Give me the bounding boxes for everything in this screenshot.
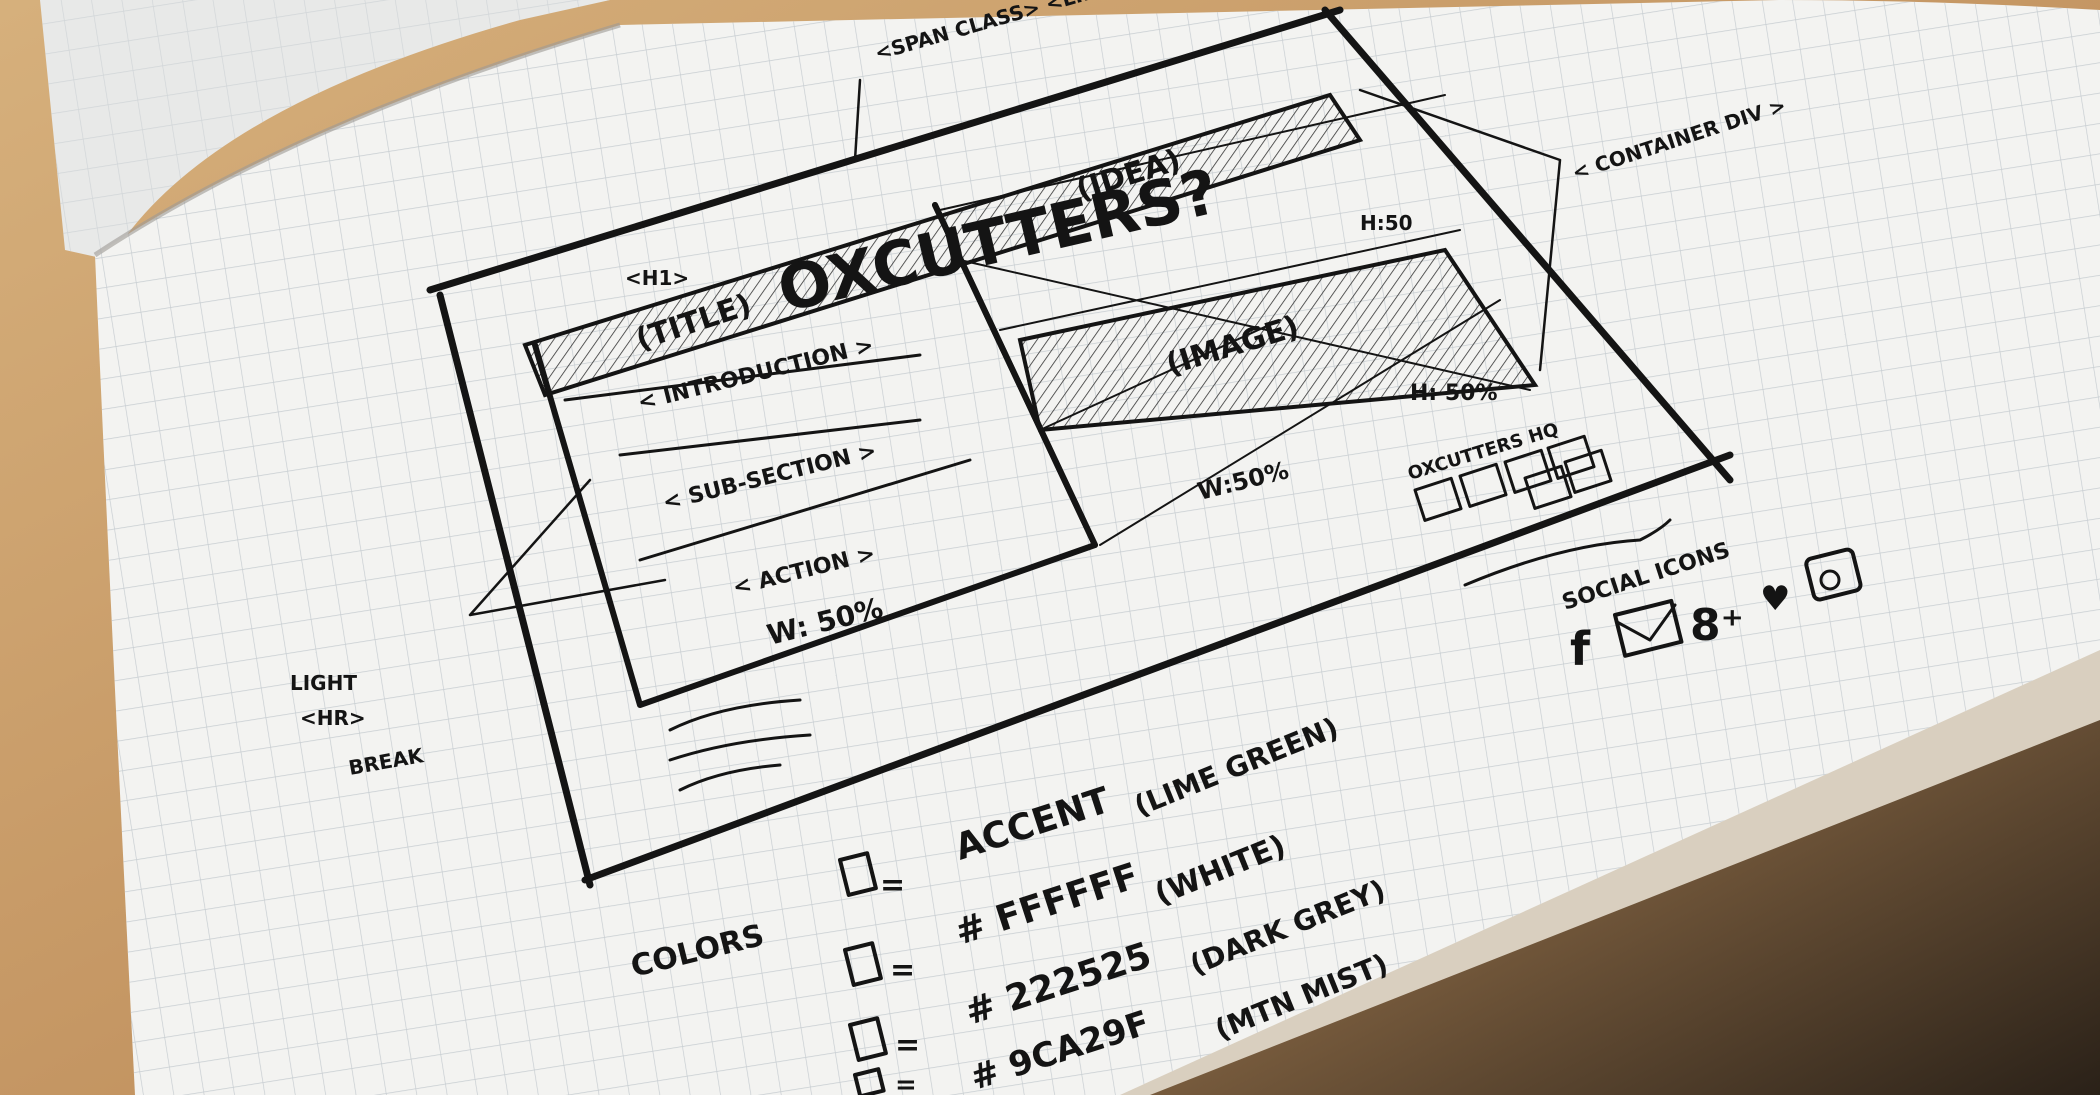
mail-icon bbox=[1613, 598, 1684, 658]
hr-line-2 bbox=[618, 418, 922, 457]
swatch-box-1 bbox=[838, 851, 878, 897]
light-label: LIGHT bbox=[290, 671, 357, 695]
footer-squiggles bbox=[668, 698, 812, 792]
swatch-name-2: (WHITE) bbox=[1150, 828, 1291, 912]
container-frame bbox=[426, 6, 1734, 889]
swatch-code-2: # FFFFFF bbox=[950, 856, 1144, 954]
svg-text:=: = bbox=[895, 1028, 920, 1063]
break-label: BREAK bbox=[347, 743, 427, 780]
image-width-label: W:50% bbox=[1195, 456, 1292, 506]
logo-annotation: <SPAN CLASS> <LINE> bbox=[872, 0, 1130, 65]
action-label: < ACTION > bbox=[730, 541, 877, 600]
swatch-box-3 bbox=[848, 1016, 888, 1062]
header-band bbox=[522, 92, 1364, 398]
hr-line-1 bbox=[563, 353, 922, 402]
swatch-code-1: ACCENT bbox=[950, 780, 1115, 869]
social-icons-row: f 8⁺ ♥ bbox=[1570, 547, 1863, 676]
swatch-list: = ACCENT (LIME GREEN) = # FFFFFF (WHITE)… bbox=[838, 711, 1393, 1095]
container-label: < CONTAINER DIV > bbox=[1569, 93, 1789, 185]
sub-section-label: < SUB-SECTION > bbox=[660, 439, 879, 516]
swatch-box-4 bbox=[853, 1067, 886, 1095]
swatch-name-1: (LIME GREEN) bbox=[1130, 711, 1343, 823]
hr-label: <HR> bbox=[300, 706, 366, 730]
facebook-icon: f bbox=[1570, 622, 1591, 676]
h1-label: <H1> bbox=[625, 266, 689, 290]
colors-heading: COLORS bbox=[627, 918, 767, 985]
svg-text:=: = bbox=[880, 868, 905, 903]
twitter-icon: ♥ bbox=[1760, 579, 1790, 619]
h50-label: H:50 bbox=[1360, 211, 1413, 235]
annotation-arrows bbox=[468, 78, 1562, 617]
google-plus-icon: 8⁺ bbox=[1690, 600, 1744, 651]
swatch-box-2 bbox=[843, 941, 883, 987]
svg-text:=: = bbox=[890, 953, 915, 988]
column-divider bbox=[932, 202, 1098, 548]
hq-boxes bbox=[1413, 434, 1613, 522]
svg-text:=: = bbox=[895, 1070, 917, 1095]
image-placeholder bbox=[1017, 247, 1539, 433]
instagram-icon bbox=[1804, 547, 1863, 602]
hr-line-3 bbox=[638, 458, 972, 562]
image-height-label: H: 50% bbox=[1410, 381, 1498, 406]
